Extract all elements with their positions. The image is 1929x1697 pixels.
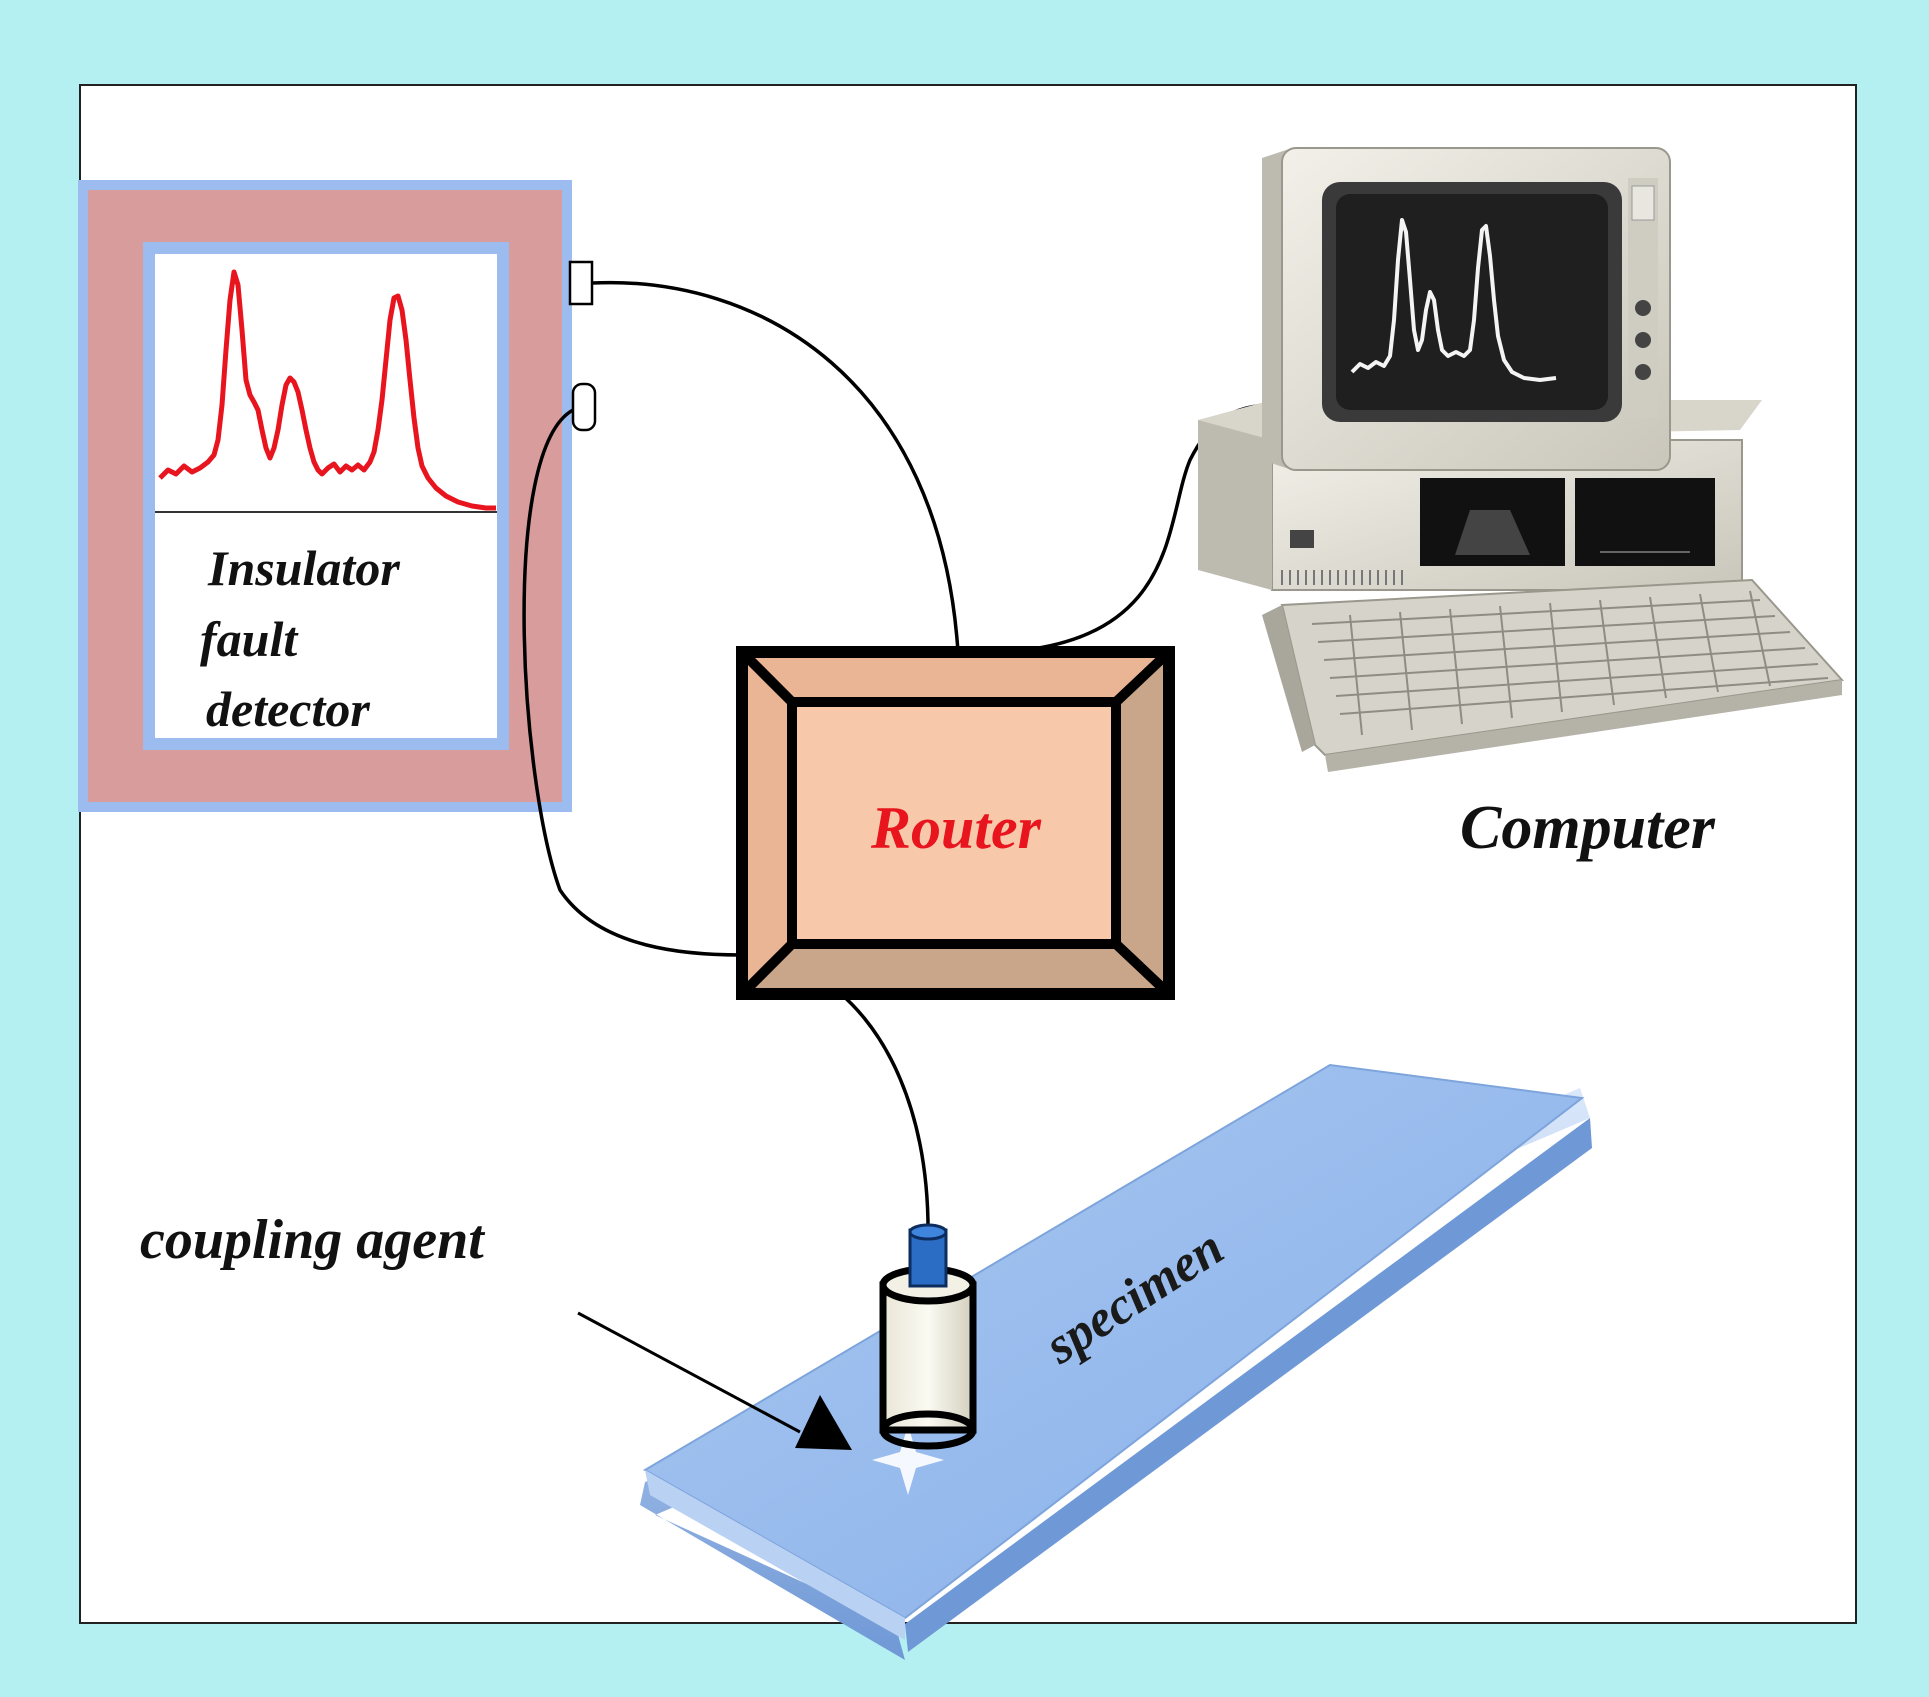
pc-vent bbox=[1281, 570, 1403, 585]
coupling-agent-label: coupling agent bbox=[140, 1209, 485, 1271]
probe-bottom bbox=[879, 1410, 977, 1450]
ultrasonic-probe-icon bbox=[879, 1223, 977, 1450]
specimen: specimen bbox=[640, 1063, 1592, 1660]
coupling-agent-arrow bbox=[577, 1311, 801, 1434]
monitor-screen bbox=[1336, 194, 1608, 410]
detector-label-line-2: fault bbox=[200, 611, 299, 667]
keyboard-stand bbox=[1262, 605, 1315, 752]
monitor-knob-2 bbox=[1635, 332, 1651, 348]
router-bevel-left bbox=[742, 652, 792, 994]
probe-connector-top bbox=[908, 1223, 948, 1241]
monitor-knob-3 bbox=[1635, 364, 1651, 380]
router-bevel-bottom bbox=[742, 944, 1169, 994]
router-outer-stroke bbox=[736, 646, 1175, 1000]
router-bevel-right bbox=[1116, 652, 1169, 994]
pc-floppy-slot bbox=[1455, 510, 1530, 555]
specimen-top bbox=[643, 1063, 1585, 1620]
specimen-rim-left bbox=[645, 1470, 905, 1640]
retro-pc-icon bbox=[1198, 147, 1844, 772]
pc-case-side bbox=[1198, 420, 1272, 590]
cable-detector-to-router-bottom bbox=[522, 408, 743, 957]
router-bevel-top bbox=[742, 652, 1169, 702]
detector-port-top bbox=[568, 260, 594, 306]
monitor-knob-1 bbox=[1635, 300, 1651, 316]
detector-label-line-1: Insulator bbox=[207, 540, 400, 596]
coupling-spark-icon bbox=[872, 1425, 944, 1495]
detector-screen bbox=[155, 254, 497, 738]
router-corner-tl bbox=[738, 648, 796, 706]
fault-detector: Insulator fault detector bbox=[78, 180, 597, 812]
router-corner-br bbox=[1112, 940, 1173, 998]
router-label: Router bbox=[870, 795, 1042, 861]
pc-badge bbox=[1290, 530, 1314, 548]
computer-label: Computer bbox=[1460, 794, 1716, 862]
router: Router bbox=[736, 646, 1175, 1000]
monitor-button-top bbox=[1631, 185, 1655, 221]
probe-body bbox=[879, 1281, 977, 1434]
router-corner-tr bbox=[1112, 648, 1173, 706]
detector-port-bottom bbox=[571, 382, 597, 432]
monitor-signal-trace bbox=[1350, 218, 1557, 382]
cable-detector-to-router bbox=[591, 280, 960, 653]
keyboard-keys bbox=[1311, 590, 1829, 736]
router-face bbox=[787, 697, 1121, 949]
keyboard-front-edge bbox=[1325, 680, 1842, 772]
detector-label-line-3: detector bbox=[206, 681, 370, 737]
coupling-agent-arrowhead bbox=[795, 1395, 852, 1450]
router-corner-bl bbox=[738, 940, 796, 998]
specimen-edge-front bbox=[905, 1118, 1592, 1652]
detector-signal-trace bbox=[158, 269, 496, 511]
